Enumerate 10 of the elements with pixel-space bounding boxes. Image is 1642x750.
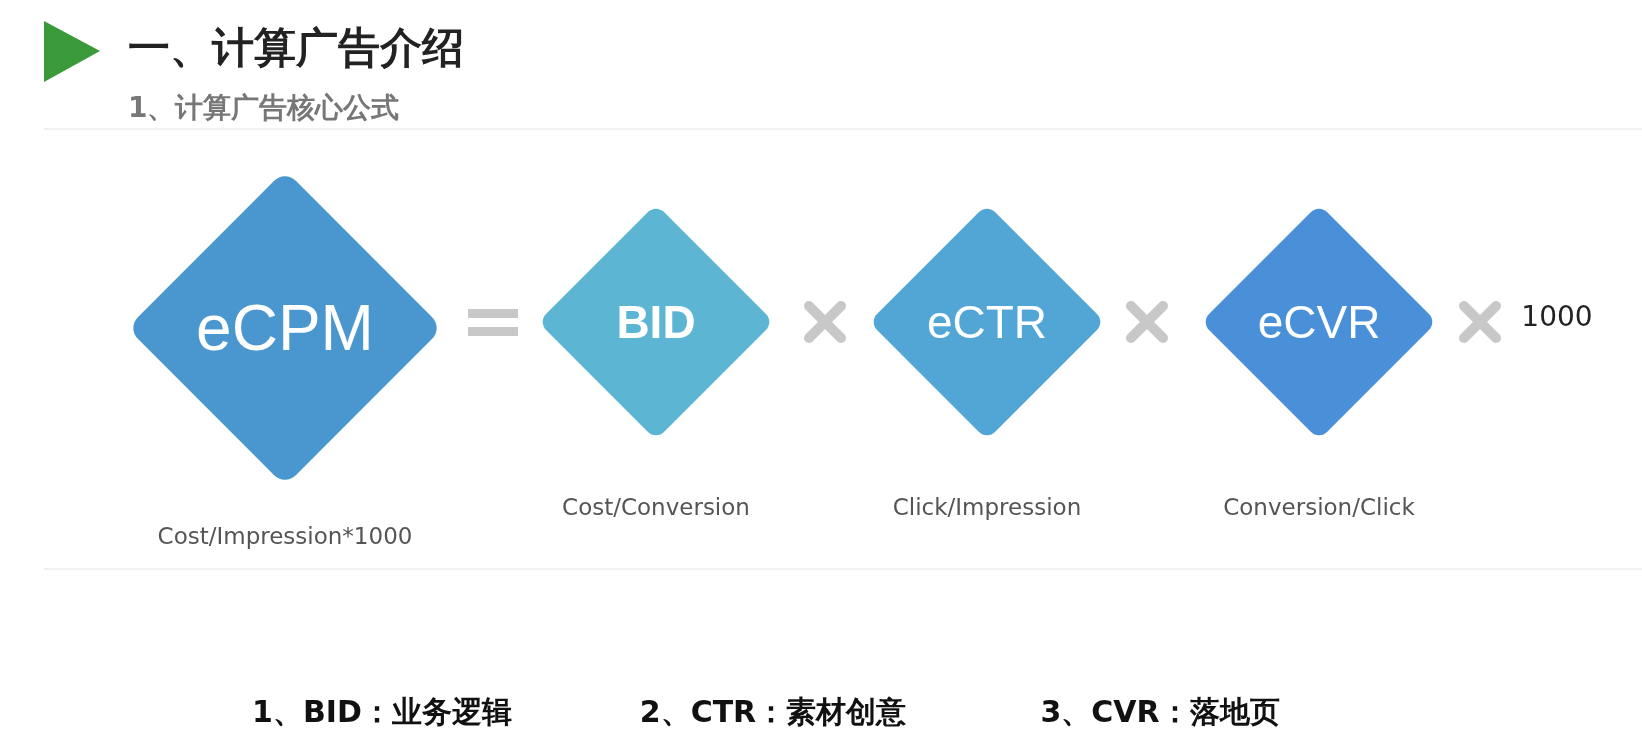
node-label: Click/Impression [892,494,1082,520]
subtitle: 1、计算广告核心公式 [128,90,400,126]
note: 3、CVR：落地页 [1040,692,1280,731]
node-label: Conversion/Click [1223,494,1415,520]
note: 2、CTR：素材创意 [639,692,907,731]
note: 1、BID：业务逻辑 [252,692,512,731]
title: 一、计算广告介绍 [128,22,464,74]
number: 1000 [1521,299,1593,333]
node-label: Cost/Impression*1000 [157,523,413,549]
node-label: Cost/Conversion [562,494,750,520]
